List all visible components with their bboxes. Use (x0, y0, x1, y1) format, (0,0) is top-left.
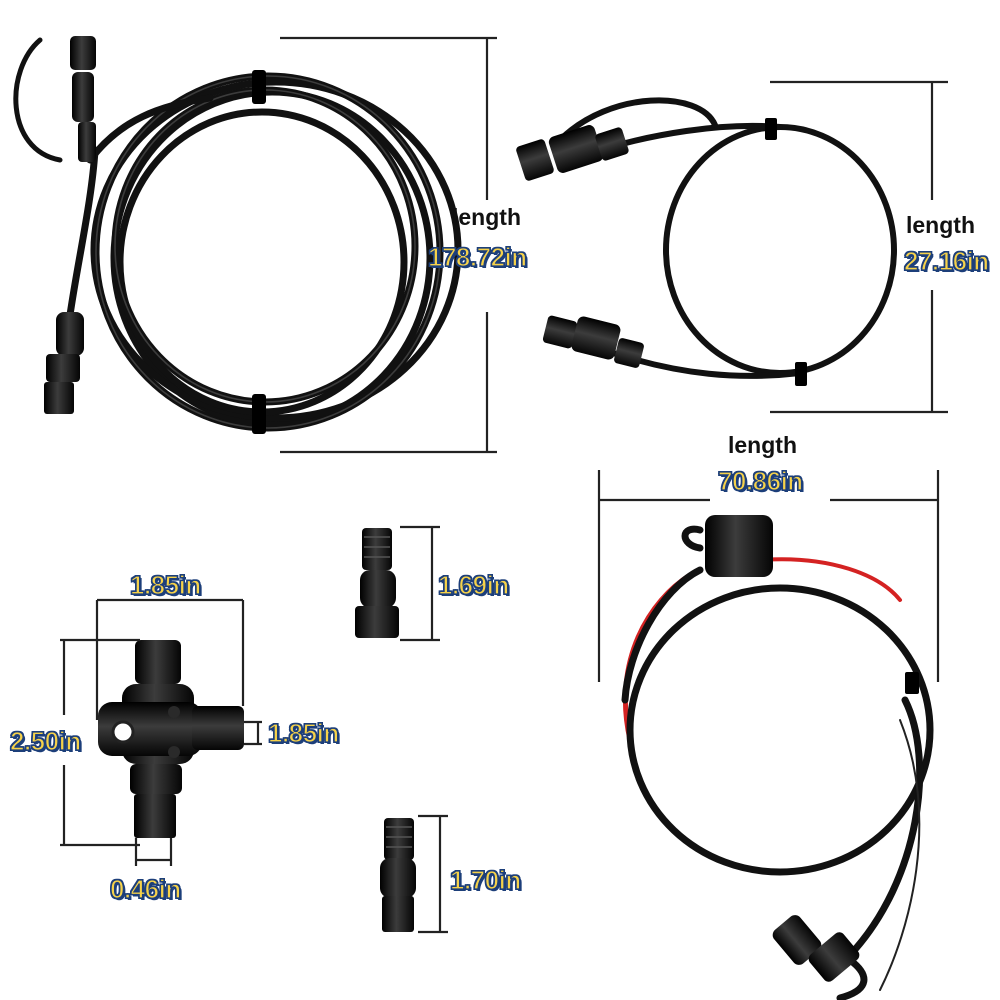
power-length-label: length (728, 432, 797, 458)
backbone-dimension-lines (280, 36, 497, 454)
male-terminator-height-value: 1.70in (449, 865, 522, 895)
tee-dimension-lines (60, 598, 262, 866)
tee-width-value: 1.85in (129, 570, 202, 600)
drop-dimension-lines (770, 80, 948, 414)
drop-length-value: 27.16in (903, 246, 989, 276)
drop-cable (516, 97, 897, 386)
female-terminator (355, 528, 399, 638)
female-terminator-dimension (400, 525, 440, 642)
backbone-cable (13, 36, 462, 434)
male-terminator-dimension (418, 814, 448, 934)
tee-height-value: 2.50in (9, 726, 82, 756)
drop-length-label: length (906, 212, 975, 238)
male-terminator (380, 818, 416, 932)
backbone-length-value: 178.72in (427, 242, 527, 272)
power-length-value: 70.86in (717, 466, 803, 496)
power-dimension-lines (597, 470, 940, 682)
tee-thread-value: 0.46in (109, 874, 182, 904)
female-terminator-height-value: 1.69in (437, 570, 510, 600)
tee-connector (98, 640, 244, 838)
power-cable (621, 515, 934, 1000)
tee-side-port-value: 1.85in (267, 718, 340, 748)
backbone-length-label: length (452, 204, 521, 230)
